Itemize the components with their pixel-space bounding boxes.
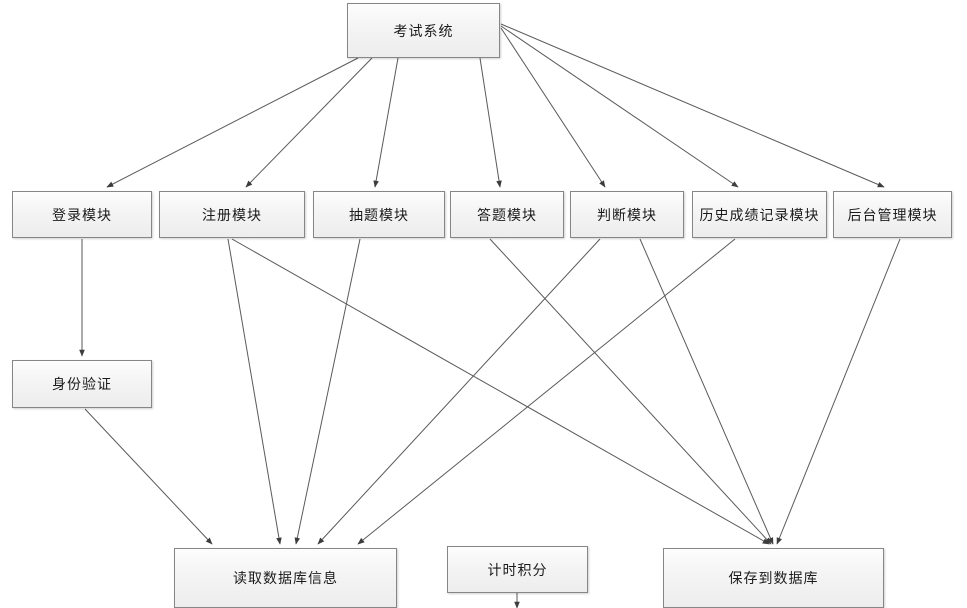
node-label: 保存到数据库 [728,570,819,586]
edge-judge-to-save [639,238,774,545]
node-system[interactable]: 考试系统 [347,3,500,58]
edge-system-to-login [106,57,359,188]
node-label: 计时积分 [487,561,548,578]
node-auth[interactable]: 身份验证 [12,360,152,408]
node-label: 考试系统 [393,22,454,39]
node-save[interactable]: 保存到数据库 [663,548,884,608]
node-login[interactable]: 登录模块 [12,191,152,238]
node-label: 判断模块 [597,206,657,223]
edge-system-to-answer [479,57,502,188]
node-answer[interactable]: 答题模块 [450,191,564,238]
edge-register-to-save [231,238,770,545]
edge-system-to-judge [500,27,606,188]
node-judge[interactable]: 判断模块 [570,191,684,238]
node-label: 身份验证 [52,376,112,392]
node-register[interactable]: 注册模块 [159,191,305,238]
node-label: 注册模块 [202,206,262,223]
edge-auth-to-read [84,408,213,545]
node-label: 历史成绩记录模块 [699,206,820,223]
edge-system-to-register [245,57,373,188]
edge-system-to-history [500,25,739,188]
node-pick[interactable]: 抽题模块 [313,191,445,238]
edge-register-to-read [227,238,282,545]
edge-system-to-pick [373,57,399,188]
node-timer[interactable]: 计时积分 [447,546,588,593]
node-label: 后台管理模块 [847,206,938,223]
edge-pick-to-read [294,238,361,545]
edge-system-to-admin [500,23,885,188]
edge-history-to-read [357,238,736,545]
node-label: 答题模块 [477,206,537,223]
node-label: 登录模块 [52,206,112,223]
node-label: 抽题模块 [349,206,409,223]
edge-judge-to-read [317,238,601,545]
node-read[interactable]: 读取数据库信息 [174,548,397,608]
node-admin[interactable]: 后台管理模块 [833,191,952,238]
edge-admin-to-save [776,238,901,545]
node-label: 读取数据库信息 [233,570,338,586]
edge-answer-to-save [489,238,772,545]
node-history[interactable]: 历史成绩记录模块 [692,191,827,238]
